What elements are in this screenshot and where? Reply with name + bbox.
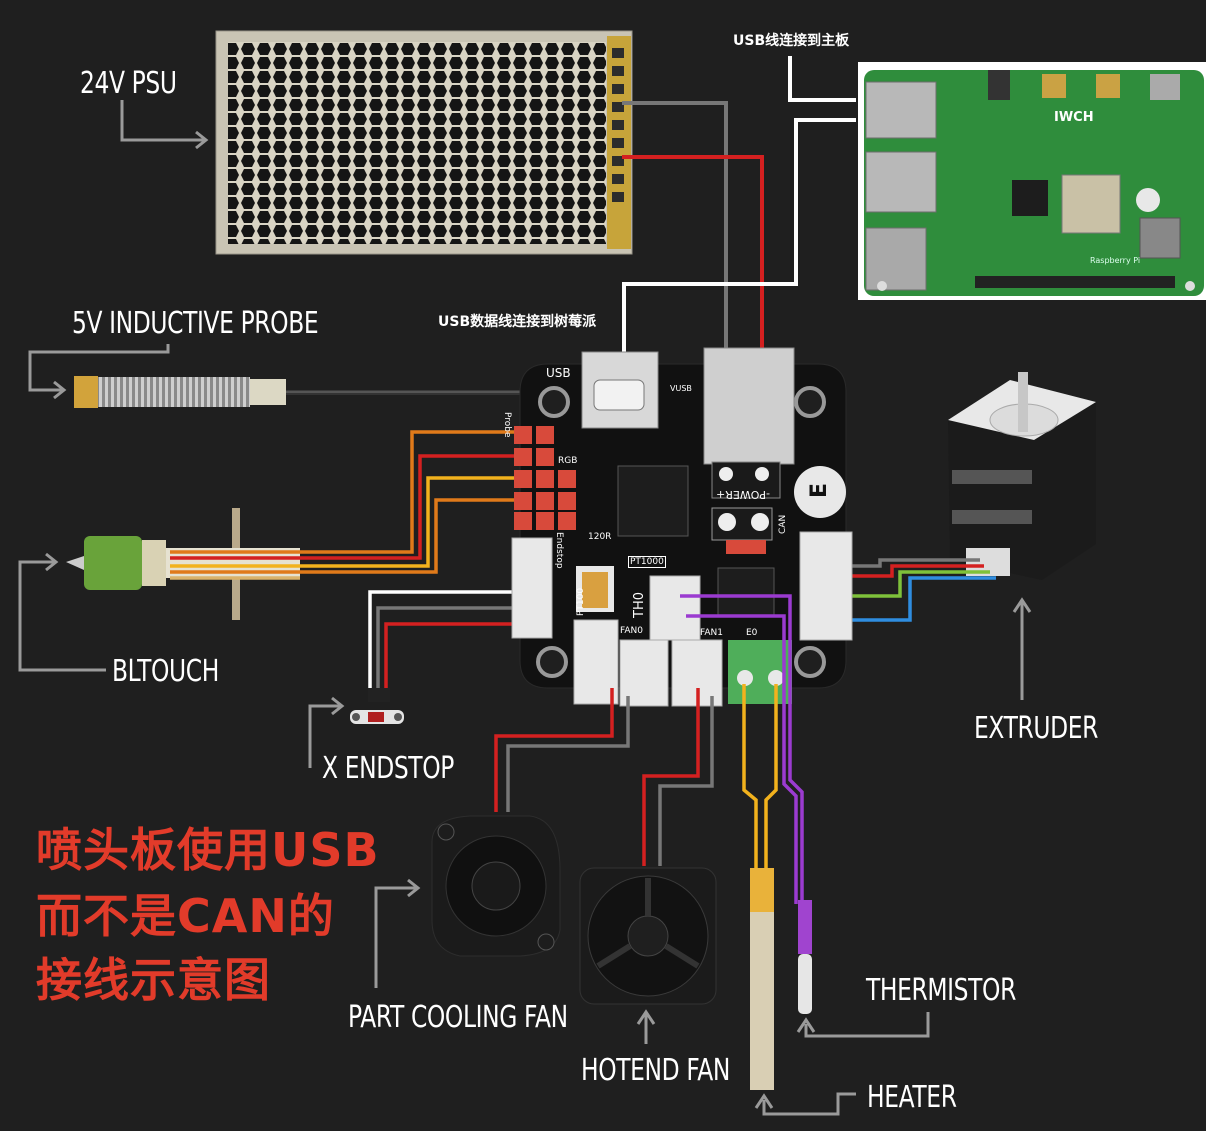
pt1000-silk: PT1000 — [628, 556, 666, 568]
fan0-silk: FAN0 — [620, 626, 643, 636]
title-line-1: 喷头板使用USB — [36, 823, 380, 877]
axial-fan — [579, 867, 717, 1005]
usb-silk: USB — [546, 366, 571, 380]
vusb-silk: VUSB — [670, 384, 692, 393]
bltouch-sensor — [66, 430, 516, 620]
endstop-silk: Endstop — [554, 532, 564, 569]
pt100-silk: PT100 — [576, 587, 586, 616]
title-line-2: 而不是CAN的 — [36, 889, 335, 943]
pi-logo-text: IWCH — [1054, 110, 1094, 125]
x-endstop-label: X ENDSTOP — [322, 751, 454, 786]
extruder-motor — [848, 372, 1096, 622]
psu-unit — [215, 30, 633, 255]
pi-brand-text: Raspberry Pi — [1090, 256, 1141, 265]
raspberry-pi-board — [858, 62, 1206, 300]
e0-silk: E0 — [746, 628, 758, 638]
heater-cartridge — [750, 868, 774, 1090]
inductive-probe — [74, 376, 538, 432]
hotend-fan-label: HOTEND FAN — [581, 1053, 730, 1088]
e-logo-silk: E — [807, 482, 833, 499]
r120-silk: 120R — [588, 532, 612, 542]
power-silk: -POWER+ — [716, 488, 770, 501]
usb-to-mainboard-note: USB线连接到主板 — [733, 33, 850, 49]
probe-label: 5V INDUCTIVE PROBE — [72, 306, 319, 341]
heater-label: HEATER — [867, 1080, 957, 1115]
usb-to-pi-note: USB数据线连接到树莓派 — [438, 314, 597, 330]
bltouch-label: BLTOUCH — [112, 654, 219, 689]
probe-silk: Probe — [502, 412, 512, 438]
toolhead-board — [511, 347, 853, 707]
fan1-silk: FAN1 — [700, 628, 723, 638]
psu-label: 24V PSU — [80, 66, 177, 101]
x-endstop-switch — [350, 590, 518, 724]
part-fan-label: PART COOLING FAN — [348, 1000, 568, 1035]
title-line-3: 接线示意图 — [36, 953, 271, 1007]
thermistor-probe — [798, 900, 812, 1014]
fan-wires — [494, 688, 714, 866]
callout-arrows — [18, 100, 1032, 1116]
extruder-label: EXTRUDER — [974, 711, 1099, 746]
can-silk: CAN — [778, 514, 788, 534]
rgb-silk: RGB — [558, 456, 578, 466]
thermistor-label: THERMISTOR — [866, 973, 1016, 1008]
th0-silk: TH0 — [632, 592, 647, 618]
hotend-wires — [680, 594, 804, 904]
blower-fan — [431, 815, 561, 957]
usb-cables — [622, 56, 856, 352]
